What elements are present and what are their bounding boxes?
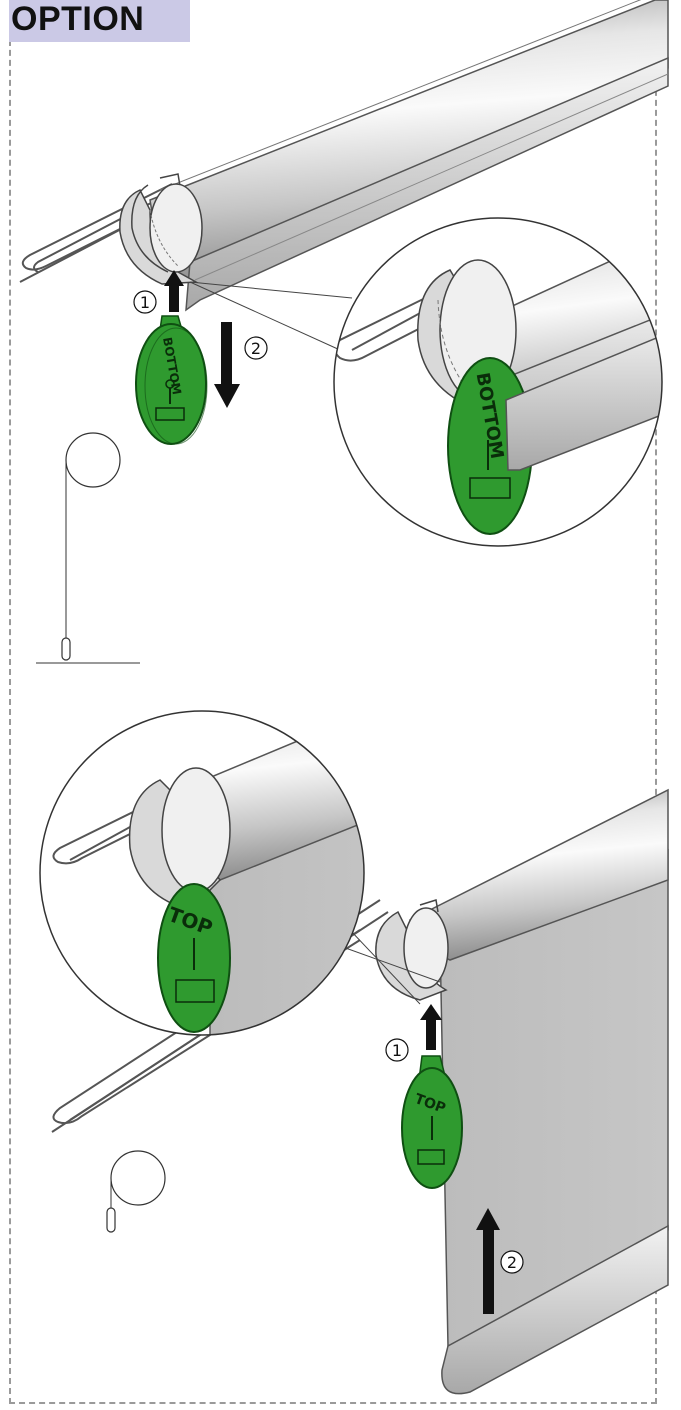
upper-step2-badge: [244, 336, 268, 360]
dashed-frame: [9, 0, 657, 1404]
upper-green-tag: BOTTOM: [135, 315, 208, 445]
upper-illustration: 1 2 BOTTOM: [19, 0, 669, 664]
lower-step1-number: 1: [392, 1041, 402, 1060]
lower-zoom-detail: TOP: [39, 710, 365, 1036]
upper-roller-tube: [149, 0, 669, 281]
upper-step2-arrow: [214, 322, 240, 408]
lower-step1-arrow: [420, 1004, 442, 1050]
upper-step2-number: 2: [251, 339, 261, 358]
lower-cord: [106, 1150, 166, 1233]
upper-bracket: [119, 173, 203, 285]
lower-bottom-bar: [441, 1224, 669, 1395]
lower-step2-arrow: [476, 1208, 500, 1314]
lower-step2-number: 2: [507, 1253, 517, 1272]
upper-bottom-rail: [185, 56, 669, 312]
lower-bracket: [375, 899, 449, 1001]
upper-cord: [36, 432, 140, 664]
upper-zoom-detail: BOTTOM: [333, 217, 663, 547]
lower-illustration: 1 TOP 2: [51, 788, 669, 1395]
option-header: OPTION: [9, 0, 190, 42]
upper-step1-arrow: [164, 270, 184, 312]
lower-green-tag: TOP: [401, 1055, 463, 1189]
lower-step2-badge: [500, 1250, 524, 1274]
lower-step1-badge: [385, 1038, 409, 1062]
upper-step1-number: 1: [140, 293, 150, 312]
upper-step1-badge: [133, 290, 157, 314]
